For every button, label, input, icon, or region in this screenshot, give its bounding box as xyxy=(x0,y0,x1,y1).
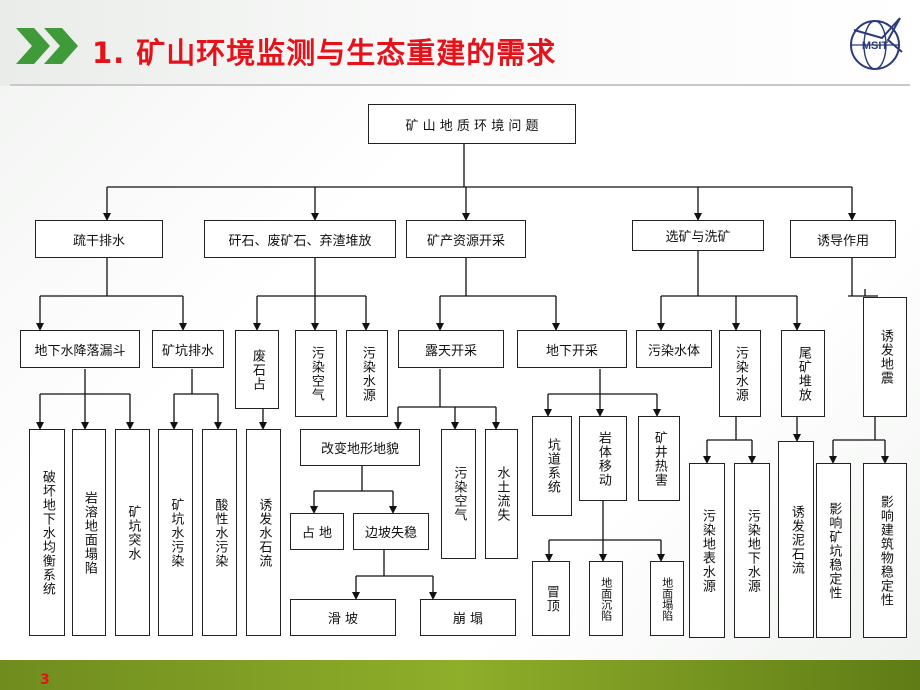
node-water-body: 污染水体 xyxy=(636,330,712,368)
logo-text: MSIT xyxy=(862,40,889,52)
node-waste-pile: 矸石、废矿石、弃渣堆放 xyxy=(204,220,396,258)
node-pit-drain: 矿坑排水 xyxy=(152,330,224,368)
node-rockfall: 崩 塌 xyxy=(420,599,516,636)
node-open-air-pollution: 污染空气 xyxy=(441,429,476,559)
node-processing: 选矿与洗矿 xyxy=(632,220,764,251)
node-land-occupy: 占 地 xyxy=(290,513,344,550)
node-slope-failure: 边坡失稳 xyxy=(353,513,429,550)
node-surface-water-pollution: 污染地表水源 xyxy=(689,463,725,638)
node-air-pollution: 污染空气 xyxy=(295,330,337,417)
node-soil-loss: 水土流失 xyxy=(485,429,518,559)
node-destroy-groundwater-system: 破坏地下水均衡系统 xyxy=(29,429,65,636)
msit-logo: MSIT xyxy=(850,17,903,70)
node-water-source: 污染水源 xyxy=(719,330,761,417)
node-ground-water-pollution: 污染地下水源 xyxy=(734,463,770,638)
node-landform-change: 改变地形地貌 xyxy=(300,429,420,466)
node-pit-water-pollution: 矿坑水污染 xyxy=(158,429,193,636)
page-title: 1. 矿山环境监测与生态重建的需求 xyxy=(92,36,557,70)
node-root: 矿 山 地 质 环 境 问 题 xyxy=(368,104,576,144)
node-landslide: 滑 坡 xyxy=(290,599,396,636)
page-number: 3 xyxy=(40,672,50,688)
footer-bar xyxy=(0,660,920,690)
node-drainage: 疏干排水 xyxy=(35,220,163,258)
node-induced-quake: 诱发地震 xyxy=(863,297,907,417)
node-mud-flow: 诱发泥石流 xyxy=(778,441,814,638)
node-water-inrush: 矿坑突水 xyxy=(115,429,150,636)
node-open-pit: 露天开采 xyxy=(398,330,504,368)
node-ground-subsidence: 地面沉陷 xyxy=(589,561,623,636)
node-roof-fall: 冒顶 xyxy=(532,561,570,636)
node-pit-stability: 影响矿坑稳定性 xyxy=(816,463,851,638)
node-tunnel-system: 坑道系统 xyxy=(532,416,572,516)
chevron-icon xyxy=(44,28,78,64)
node-rock-movement: 岩体移动 xyxy=(579,416,627,501)
node-induced: 诱导作用 xyxy=(790,220,896,258)
node-debris-flow: 诱发水石流 xyxy=(246,429,281,636)
node-ground-collapse: 地面塌陷 xyxy=(650,561,684,636)
node-mining: 矿产资源开采 xyxy=(406,220,526,258)
title-divider xyxy=(10,84,910,86)
header-band xyxy=(0,0,920,86)
node-waste-occupy: 废石占 xyxy=(235,330,279,409)
node-groundwater-drop: 地下水降落漏斗 xyxy=(20,330,140,368)
node-underground: 地下开采 xyxy=(517,330,627,368)
node-acid-water: 酸性水污染 xyxy=(202,429,237,636)
node-water-pollution: 污染水源 xyxy=(346,330,388,417)
chevron-icon xyxy=(16,28,50,64)
node-karst-collapse: 岩溶地面塌陷 xyxy=(72,429,106,636)
node-building-stability: 影响建筑物稳定性 xyxy=(863,463,907,638)
node-mine-heat: 矿井热害 xyxy=(638,416,680,501)
node-tailings: 尾矿堆放 xyxy=(781,330,825,417)
